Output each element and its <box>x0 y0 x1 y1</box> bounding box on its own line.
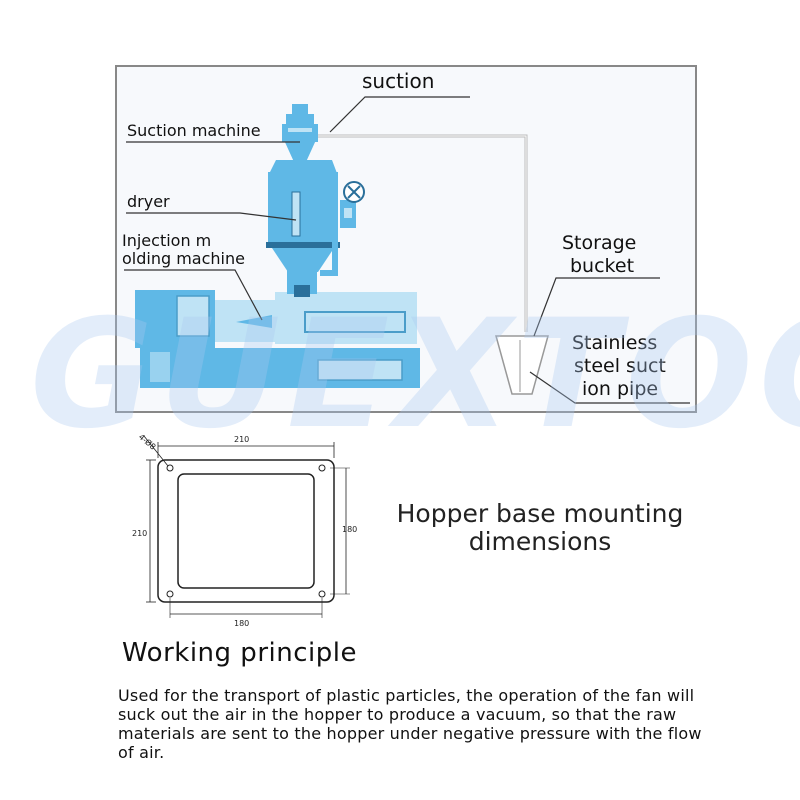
label-pipe-line3: ion pipe <box>582 378 659 400</box>
process-diagram <box>115 65 697 413</box>
label-suction-machine: Suction machine <box>127 121 261 140</box>
dim-top: 210 <box>234 435 249 444</box>
label-pipe-line2: steel suct <box>574 355 666 377</box>
leader-storage <box>533 277 660 337</box>
label-pipe-line1: Stainless <box>572 332 658 354</box>
label-storage-line2: bucket <box>570 255 635 277</box>
mounting-title-line2: dimensions <box>468 527 612 556</box>
injection-molding-machine-shape <box>135 290 420 388</box>
dim-right: 180 <box>342 525 357 534</box>
mounting-title-line1: Hopper base mounting <box>396 499 684 528</box>
label-injection-line1: Injection m <box>122 231 212 250</box>
label-storage-line1: Storage <box>562 232 637 254</box>
working-principle-text: Used for the transport of plastic partic… <box>118 686 702 762</box>
leader-injection <box>124 269 263 321</box>
leader-pipe <box>529 371 690 404</box>
mounting-dimension-drawing: 210 210 180 180 4-Ø8 <box>132 432 357 628</box>
storage-bucket-shape <box>495 335 549 395</box>
leader-dryer <box>126 212 297 221</box>
dryer-shape <box>266 160 365 297</box>
working-principle-heading: Working principle <box>122 638 357 668</box>
label-suction: suction <box>362 69 435 93</box>
label-injection-line2: olding machine <box>122 249 245 268</box>
leader-suction <box>329 96 470 133</box>
mounting-title: Hopper base mounting dimensions <box>370 500 710 556</box>
label-dryer: dryer <box>127 192 170 211</box>
dim-left: 210 <box>132 529 147 538</box>
dim-bottom: 180 <box>234 619 249 628</box>
suction-machine-shape <box>282 104 318 162</box>
dim-hole: 4-Ø8 <box>137 432 158 452</box>
